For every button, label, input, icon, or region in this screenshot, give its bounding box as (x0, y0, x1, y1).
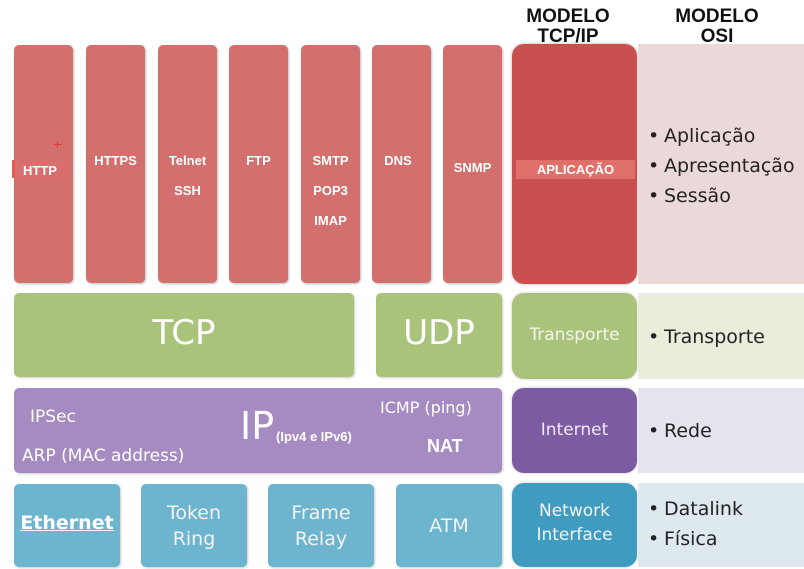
tcpip-header-line-1: MODELO (526, 6, 610, 27)
osi-application: •Aplicação (648, 125, 756, 147)
token-ring-line-2: Ring (172, 528, 216, 550)
protocol-snmp: SNMP (443, 45, 502, 283)
osi-network: •Rede (648, 420, 712, 442)
tcpip-transport-label: Transporte (529, 325, 620, 345)
internet-band: IPSec IP (Ipv4 e IPv6) ICMP (ping) ARP (… (14, 388, 502, 473)
osi-datalink: •Datalink (648, 498, 743, 520)
osi-transport-label: Transporte (664, 326, 765, 348)
protocol-telnet-label: Telnet (168, 153, 207, 168)
protocol-http-label: HTTP (14, 161, 66, 180)
tcpip-model-header: MODELO TCP/IP (506, 7, 630, 47)
osi-model-header: MODELO OSI (655, 7, 779, 47)
tcpip-transport-layer: Transporte (512, 293, 637, 379)
osi-application-label: Aplicação (664, 125, 756, 147)
protocol-pop3-label: POP3 (313, 183, 348, 198)
tcpip-internet-layer: Internet (512, 388, 637, 473)
osi-session-label: Sessão (664, 185, 731, 207)
protocol-https: HTTPS (86, 45, 145, 283)
osi-presentation-label: Apresentação (664, 155, 795, 177)
tcpip-header-line-2: TCP/IP (537, 26, 599, 47)
link-frame-relay: Frame Relay (268, 484, 374, 567)
protocol-smtp-label: SMTP (312, 153, 349, 168)
osi-header-line-1: MODELO (675, 6, 759, 27)
network-interface-line-1: Network (539, 501, 610, 521)
link-atm: ATM (396, 484, 502, 567)
protocol-email: SMTP POP3 IMAP (301, 45, 360, 283)
ethernet-label: Ethernet (20, 512, 114, 534)
ipsec-label: IPSec (30, 407, 76, 427)
tcpip-network-interface-layer: Network Interface (512, 483, 637, 567)
arp-label: ARP (MAC address) (22, 446, 185, 466)
osi-physical-label: Física (664, 528, 718, 550)
frame-relay-line-1: Frame (291, 502, 351, 524)
osi-header-line-2: OSI (700, 26, 734, 47)
udp-label: UDP (403, 313, 475, 353)
token-ring-line-1: Token (166, 502, 222, 524)
protocol-ssh-label: SSH (174, 183, 201, 198)
icmp-label: ICMP (ping) (380, 398, 472, 417)
network-interface-line-2: Interface (536, 525, 613, 545)
protocol-http-marker (12, 160, 15, 178)
tcpip-application-layer: APLICAÇÃO (512, 44, 637, 284)
transport-udp: UDP (376, 293, 502, 377)
protocol-dns-label: DNS (384, 153, 412, 168)
protocol-ftp: FTP (229, 45, 288, 283)
protocol-https-label: HTTPS (94, 153, 137, 168)
osi-application-group: •Aplicação •Apresentação •Sessão (638, 44, 804, 284)
osi-network-group: •Rede (638, 388, 804, 473)
tcpip-application-label: APLICAÇÃO (516, 160, 635, 179)
osi-session: •Sessão (648, 185, 731, 207)
tcpip-internet-label: Internet (540, 420, 609, 440)
nat-label: NAT (427, 436, 463, 456)
osi-transport: •Transporte (648, 326, 765, 348)
transport-tcp: TCP (14, 293, 354, 377)
cursor-marker: + (53, 138, 63, 151)
frame-relay-line-2: Relay (294, 528, 348, 550)
osi-physical: •Física (648, 528, 718, 550)
ip-versions-label: (Ipv4 e IPv6) (276, 429, 352, 444)
osi-network-label: Rede (664, 420, 712, 442)
protocol-dns: DNS (372, 45, 431, 283)
protocol-snmp-label: SNMP (453, 160, 492, 175)
osi-datalink-label: Datalink (664, 498, 743, 520)
tcp-label: TCP (152, 313, 216, 353)
osi-presentation: •Apresentação (648, 155, 795, 177)
ip-label: IP (240, 404, 275, 448)
protocol-http: HTTP (14, 45, 73, 283)
protocol-telnet-ssh: Telnet SSH (158, 45, 217, 283)
osi-transport-group: •Transporte (638, 293, 804, 379)
protocol-ftp-label: FTP (246, 153, 271, 168)
link-ethernet: Ethernet (14, 484, 120, 567)
atm-label: ATM (429, 515, 469, 537)
osi-link-group: •Datalink •Física (638, 483, 804, 567)
link-token-ring: Token Ring (141, 484, 247, 567)
protocol-imap-label: IMAP (314, 213, 347, 228)
